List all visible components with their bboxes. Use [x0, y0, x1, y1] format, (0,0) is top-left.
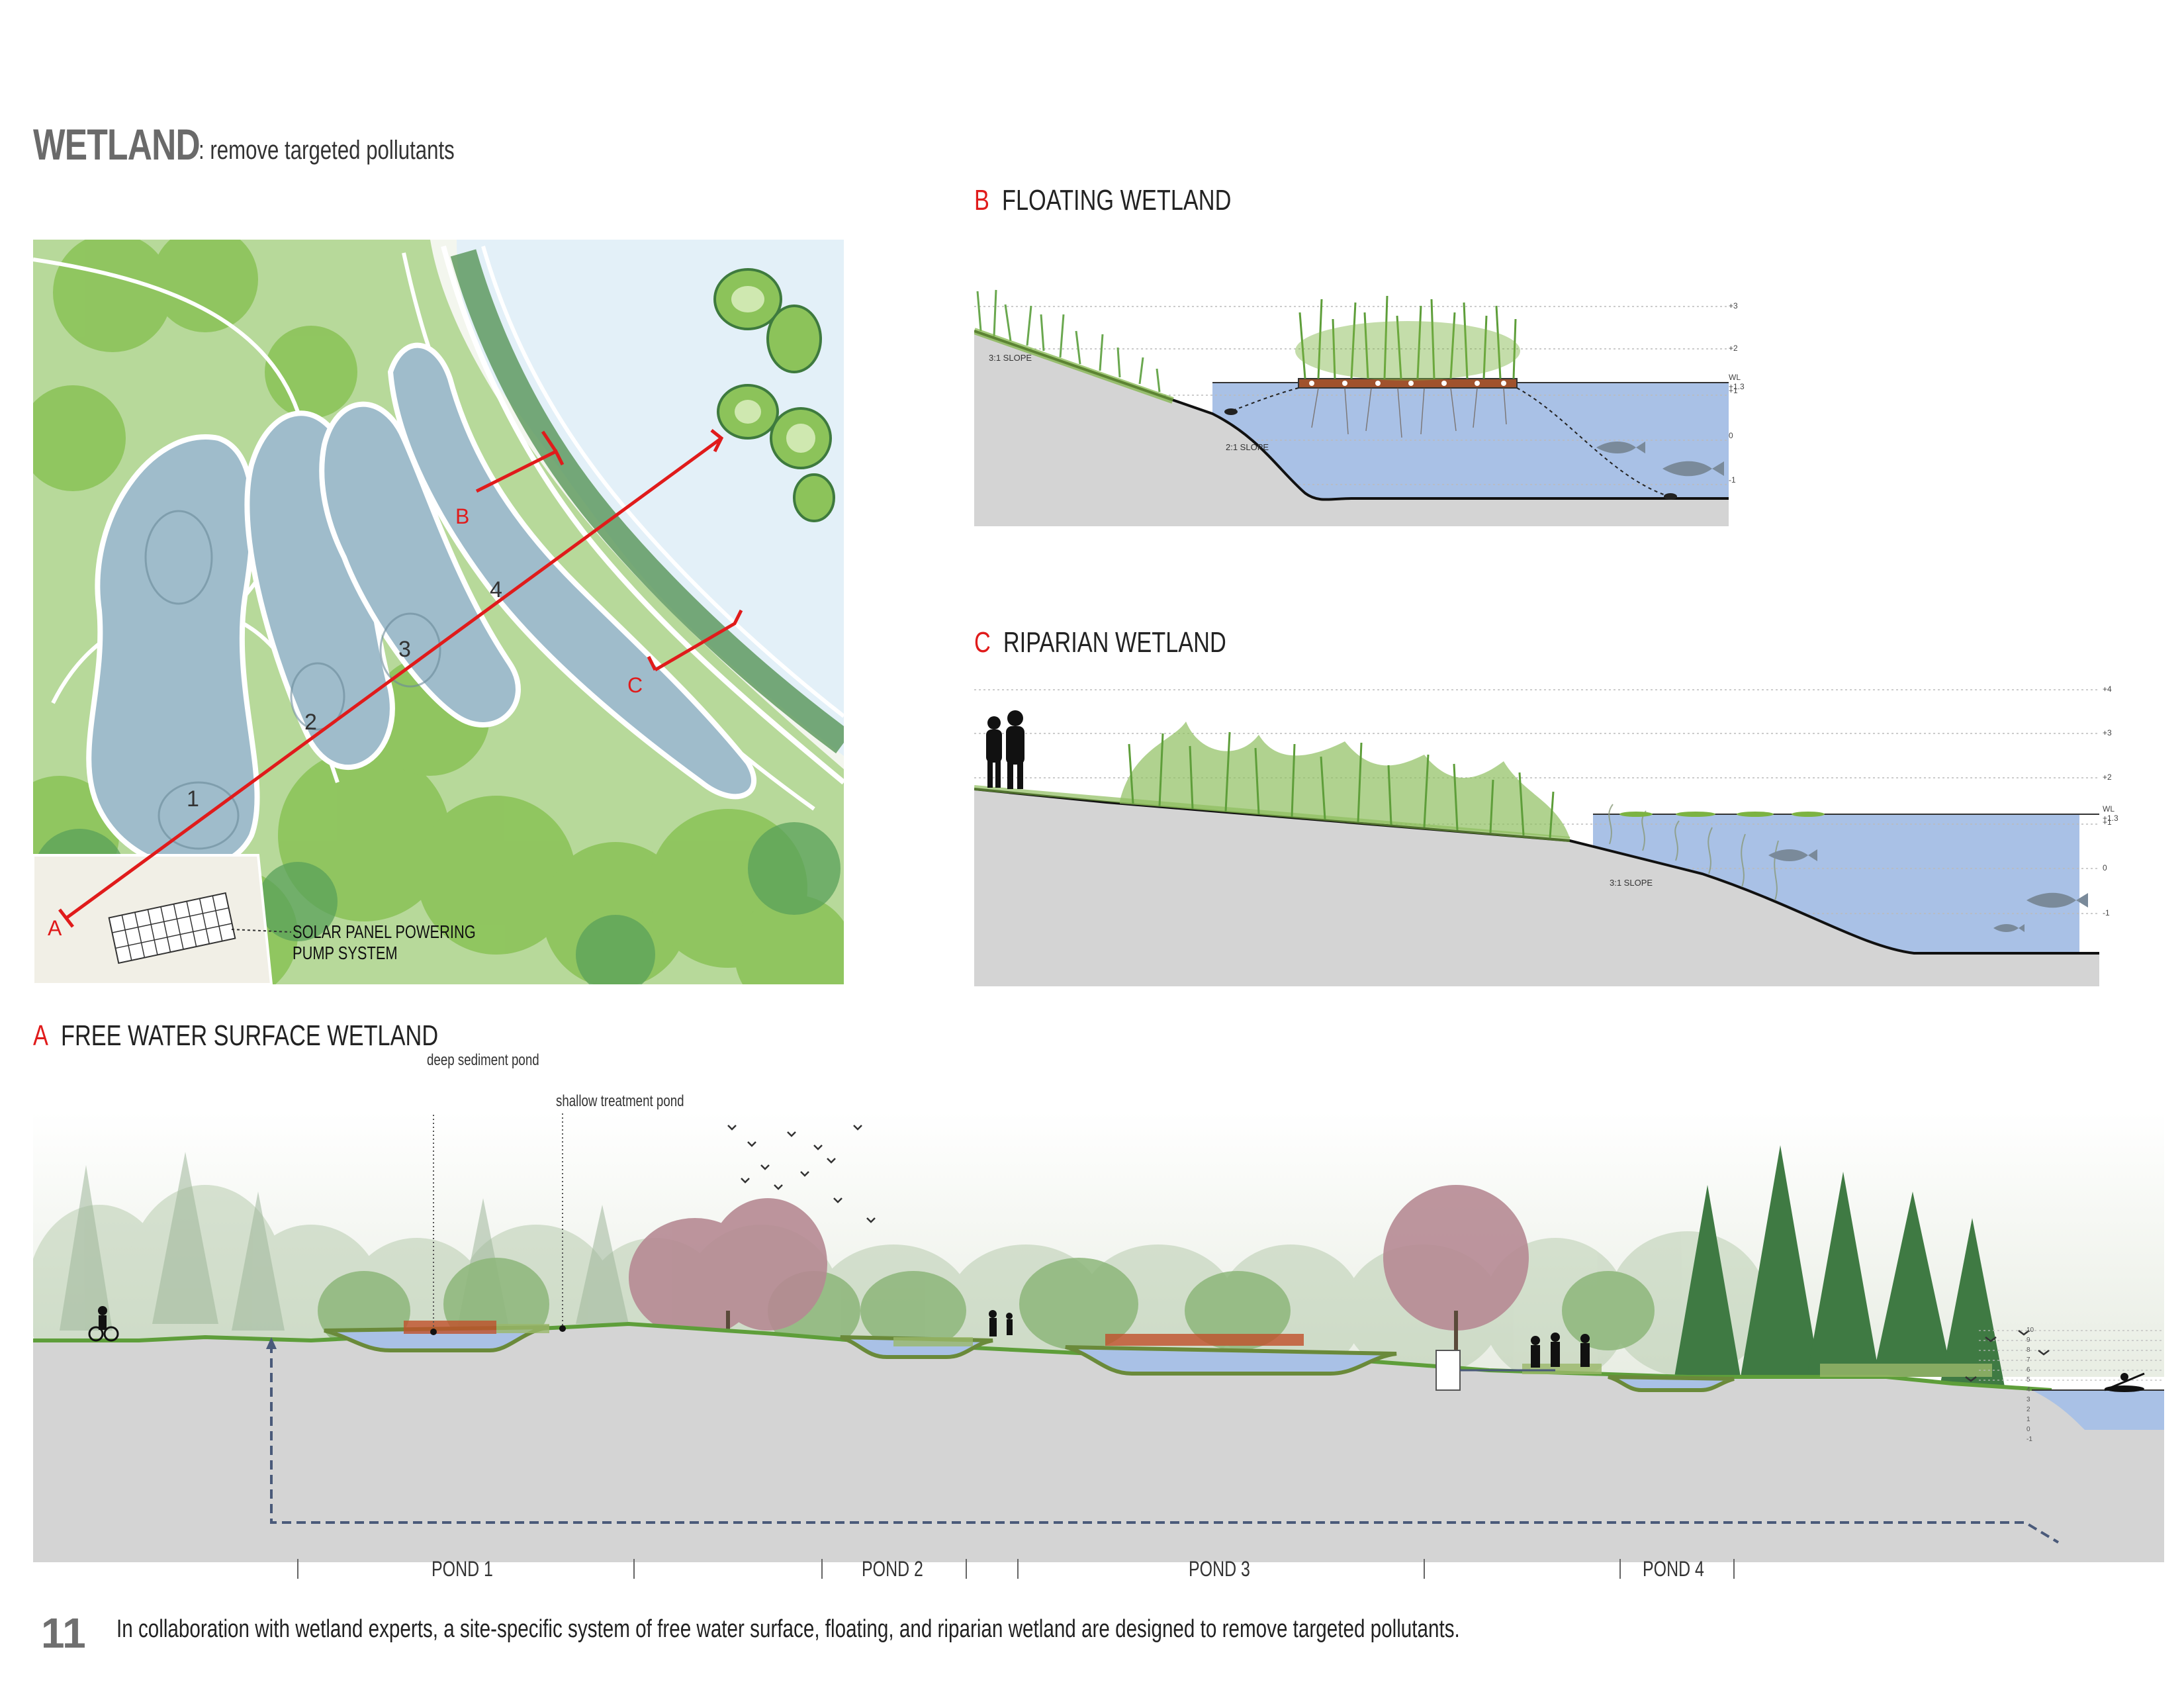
section-a-level: 7: [2026, 1356, 2030, 1364]
section-a-level: -1: [2026, 1436, 2032, 1443]
site-plan-drawing: [33, 240, 844, 984]
pond-number-4: 4: [490, 577, 502, 602]
pond-number-2: 2: [304, 710, 317, 735]
pond-label-4-wrap: POND 4: [1643, 1557, 1721, 1581]
section-b-slope-bottom: 2:1 SLOPE: [1226, 442, 1269, 452]
section-c-level: WL +1.3: [2103, 804, 2118, 823]
pond-label-2: POND 2: [862, 1557, 923, 1581]
section-c-level: +2: [2103, 773, 2112, 782]
pond-label-3-wrap: POND 3: [1189, 1557, 1267, 1581]
pond-label-3: POND 3: [1189, 1557, 1250, 1581]
section-a-heading: A FREE WATER SURFACE WETLAND: [33, 1019, 553, 1053]
pond-label-1-wrap: POND 1: [432, 1557, 510, 1581]
section-a-level: 1: [2026, 1416, 2030, 1423]
section-b-level: 0: [1729, 431, 1733, 440]
plan-marker-a: A: [48, 916, 62, 940]
pond-number-1: 1: [187, 786, 199, 812]
section-a-level: 0: [2026, 1426, 2030, 1433]
section-a-drawing: 10 9 8 7 6 5 4 3 2 1 0 -1: [26, 1039, 2164, 1562]
page-number: 11: [41, 1609, 86, 1657]
section-c-level: +1: [2103, 818, 2112, 827]
page-header: WETLAND: [33, 119, 247, 169]
section-b-letter: B: [974, 184, 989, 216]
pond-label-1: POND 1: [432, 1557, 493, 1581]
section-a-level: 4: [2026, 1386, 2030, 1393]
section-a-title: FREE WATER SURFACE WETLAND: [60, 1019, 439, 1052]
section-b-level: +3: [1729, 301, 1738, 310]
annotation-shallow-treatment-pond: shallow treatment pond: [556, 1092, 684, 1110]
section-c-letter: C: [974, 626, 991, 659]
section-b-drawing: 3:1 SLOPE 2:1 SLOPE +3 +2 WL +1.3 +1 0 -…: [973, 265, 1745, 526]
page-caption: In collaboration with wetland experts, a…: [116, 1615, 1460, 1643]
pond-label-4: POND 4: [1643, 1557, 1704, 1581]
section-a-level: 10: [2026, 1327, 2034, 1334]
section-b-level: +2: [1729, 344, 1738, 353]
section-c-level: -1: [2103, 908, 2110, 917]
section-c-slope: 3:1 SLOPE: [1610, 878, 1653, 888]
section-c-heading: C RIPARIAN WETLAND: [974, 626, 1297, 659]
plan-marker-c: C: [627, 673, 643, 697]
section-a-level: 9: [2026, 1336, 2030, 1344]
annotation-deep-sediment-pond: deep sediment pond: [427, 1051, 539, 1069]
solar-label-line2: PUMP SYSTEM: [293, 943, 398, 963]
page-subtitle: : remove targeted pollutants: [199, 136, 455, 165]
section-a-letter: A: [33, 1019, 48, 1052]
section-b-title: FLOATING WETLAND: [1001, 184, 1232, 216]
solar-label: SOLAR PANEL POWERING PUMP SYSTEM: [293, 921, 527, 964]
section-a-level: 6: [2026, 1366, 2030, 1374]
section-c-drawing: 3:1 SLOPE +4 +3 +2 WL +1.3 +1 0 -1: [974, 682, 2118, 986]
page-title: WETLAND: [33, 120, 201, 169]
caption-wrap: In collaboration with wetland experts, a…: [116, 1615, 1839, 1644]
section-b-level: WL +1.3: [1729, 373, 1745, 391]
section-a-levels: 10 9 8 7 6 5 4 3 2 1 0 -1: [2026, 1325, 2034, 1444]
plan-marker-b: B: [455, 504, 470, 528]
section-a-level: 8: [2026, 1346, 2030, 1354]
section-a-level: 3: [2026, 1396, 2030, 1403]
page-subtitle-wrap: : remove targeted pollutants: [199, 136, 527, 165]
section-c-level: 0: [2103, 863, 2107, 872]
annotation-deep-wrap: deep sediment pond: [427, 1051, 571, 1070]
annotation-shallow-wrap: shallow treatment pond: [556, 1092, 720, 1111]
section-b-slope-top: 3:1 SLOPE: [989, 353, 1032, 363]
section-c-level: +3: [2103, 728, 2112, 737]
pond-label-2-wrap: POND 2: [862, 1557, 940, 1581]
pond-number-3: 3: [398, 637, 411, 662]
section-c-title: RIPARIAN WETLAND: [1003, 626, 1226, 659]
pond-ticks: [297, 1559, 1735, 1579]
section-b-heading: B FLOATING WETLAND: [974, 184, 1304, 217]
section-b-level: -1: [1729, 475, 1736, 485]
section-a-level: 2: [2026, 1406, 2030, 1413]
site-plan: 1 2 3 4 A B C SOLAR PANEL POWERING PUMP …: [33, 240, 844, 984]
section-c-level: +4: [2103, 684, 2112, 694]
section-b-level: +1: [1729, 386, 1738, 395]
page-number-wrap: 11: [41, 1609, 86, 1658]
section-a-level: 5: [2026, 1376, 2030, 1383]
solar-label-line1: SOLAR PANEL POWERING: [293, 921, 476, 942]
